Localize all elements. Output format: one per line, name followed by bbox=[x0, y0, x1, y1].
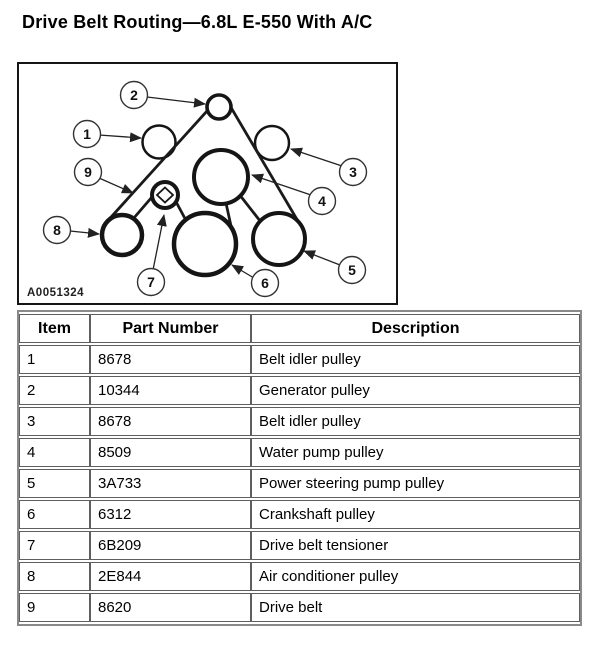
part-number-cell: 8678 bbox=[90, 407, 251, 436]
callout-circle-8 bbox=[42, 215, 72, 245]
belt-routing-diagram: 1 2 3 4 5 6 7 8 9 A0051324 bbox=[17, 62, 398, 305]
description-cell: Drive belt bbox=[251, 593, 580, 622]
callout-circle-3 bbox=[338, 157, 368, 187]
part-number-cell: 6B209 bbox=[90, 531, 251, 560]
belt-idler-pulley-1 bbox=[141, 124, 177, 160]
callout-circle-9 bbox=[73, 157, 103, 187]
item-cell: 7 bbox=[19, 531, 90, 560]
part-number-cell: 10344 bbox=[90, 376, 251, 405]
belt-routing-figure: 1 2 3 4 5 6 7 8 9 A0051324 bbox=[27, 80, 368, 299]
table-row: 3 8678 Belt idler pulley bbox=[19, 407, 580, 436]
tensioner-diamond-icon bbox=[155, 186, 175, 204]
callout-number-9: 9 bbox=[84, 164, 92, 180]
table-row: 9 8620 Drive belt bbox=[19, 593, 580, 622]
description-cell: Power steering pump pulley bbox=[251, 469, 580, 498]
callout-number-1: 1 bbox=[83, 126, 91, 142]
callout-arrow-5 bbox=[303, 250, 341, 266]
drive-belt-segment bbox=[224, 98, 304, 229]
callout-arrow-8 bbox=[69, 227, 100, 238]
item-cell: 5 bbox=[19, 469, 90, 498]
callout-number-3: 3 bbox=[349, 164, 357, 180]
callout-circle-5 bbox=[337, 255, 367, 285]
col-header-part-number: Part Number bbox=[90, 314, 251, 343]
callout-arrow-3 bbox=[290, 147, 343, 167]
callout-number-4: 4 bbox=[318, 193, 326, 209]
description-cell: Belt idler pulley bbox=[251, 407, 580, 436]
col-header-description: Description bbox=[251, 314, 580, 343]
item-cell: 6 bbox=[19, 500, 90, 529]
table-row: 4 8509 Water pump pulley bbox=[19, 438, 580, 467]
callout-arrow-9 bbox=[98, 177, 134, 194]
description-cell: Air conditioner pulley bbox=[251, 562, 580, 591]
part-number-cell: 3A733 bbox=[90, 469, 251, 498]
callout-circle-2 bbox=[119, 80, 149, 110]
table-row: 7 6B209 Drive belt tensioner bbox=[19, 531, 580, 560]
col-header-item: Item bbox=[19, 314, 90, 343]
belt-idler-pulley-3 bbox=[253, 124, 291, 162]
item-cell: 9 bbox=[19, 593, 90, 622]
item-cell: 1 bbox=[19, 345, 90, 374]
table-row: 1 8678 Belt idler pulley bbox=[19, 345, 580, 374]
item-cell: 8 bbox=[19, 562, 90, 591]
item-cell: 3 bbox=[19, 407, 90, 436]
callout-number-6: 6 bbox=[261, 275, 269, 291]
description-cell: Water pump pulley bbox=[251, 438, 580, 467]
description-cell: Generator pulley bbox=[251, 376, 580, 405]
callout-number-8: 8 bbox=[53, 222, 61, 238]
description-cell: Belt idler pulley bbox=[251, 345, 580, 374]
callout-number-7: 7 bbox=[147, 274, 155, 290]
callout-circle-1 bbox=[72, 119, 102, 149]
part-number-cell: 6312 bbox=[90, 500, 251, 529]
part-number-cell: 8509 bbox=[90, 438, 251, 467]
callout-number-2: 2 bbox=[130, 87, 138, 103]
generator-pulley bbox=[205, 93, 233, 121]
table-row: 8 2E844 Air conditioner pulley bbox=[19, 562, 580, 591]
callout-number-5: 5 bbox=[348, 262, 356, 278]
crankshaft-pulley bbox=[171, 210, 239, 278]
callout-circle-7 bbox=[136, 267, 166, 297]
figure-code-label: A0051324 bbox=[27, 287, 84, 299]
table-row: 5 3A733 Power steering pump pulley bbox=[19, 469, 580, 498]
drive-belt-segment bbox=[101, 99, 219, 227]
air-conditioner-pulley bbox=[99, 212, 145, 258]
power-steering-pump-pulley bbox=[251, 211, 307, 267]
item-cell: 2 bbox=[19, 376, 90, 405]
table-row: 2 10344 Generator pulley bbox=[19, 376, 580, 405]
parts-table: Item Part Number Description 1 8678 Belt… bbox=[17, 310, 582, 626]
part-number-cell: 8620 bbox=[90, 593, 251, 622]
description-cell: Crankshaft pulley bbox=[251, 500, 580, 529]
callout-arrow-1 bbox=[98, 132, 142, 143]
part-number-cell: 2E844 bbox=[90, 562, 251, 591]
callout-arrow-7 bbox=[152, 214, 167, 271]
water-pump-pulley bbox=[192, 148, 250, 206]
parts-table-header: Item Part Number Description bbox=[19, 314, 580, 343]
callout-arrow-4 bbox=[251, 173, 312, 196]
table-row: 6 6312 Crankshaft pulley bbox=[19, 500, 580, 529]
header-row: Item Part Number Description bbox=[19, 314, 580, 343]
callout-circle-4 bbox=[307, 186, 337, 216]
callout-circle-6 bbox=[250, 268, 280, 298]
description-cell: Drive belt tensioner bbox=[251, 531, 580, 560]
callout-arrow-2 bbox=[146, 96, 206, 108]
part-number-cell: 8678 bbox=[90, 345, 251, 374]
callout-arrow-6 bbox=[231, 264, 255, 279]
page-title: Drive Belt Routing—6.8L E-550 With A/C bbox=[22, 12, 373, 32]
item-cell: 4 bbox=[19, 438, 90, 467]
